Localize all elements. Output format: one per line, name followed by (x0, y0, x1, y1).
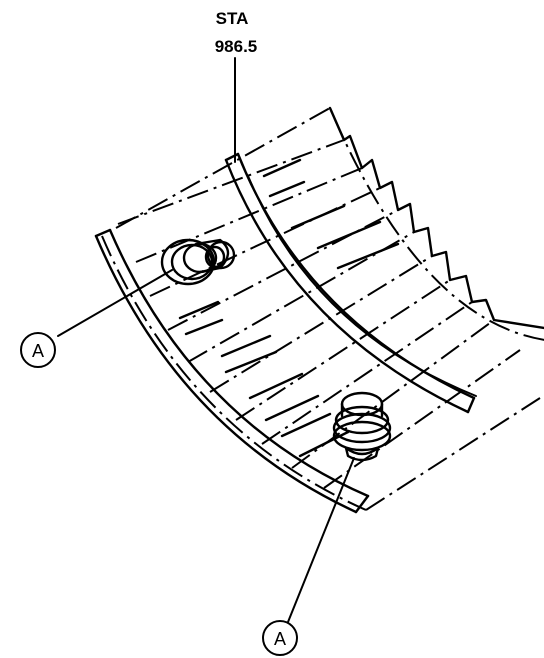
callout-a-upper: A (20, 332, 56, 368)
skin-panel-outline (101, 107, 544, 511)
callout-a-lower-label: A (274, 629, 286, 649)
callout-a-lower: A (262, 620, 298, 656)
callout-a-upper-label: A (32, 341, 44, 361)
station-label-line1: STA (216, 9, 249, 28)
callout-leader-upper (57, 269, 173, 337)
station-label-line2: 986.5 (215, 37, 258, 56)
station-frame (224, 152, 477, 414)
bumper-plug-upper (160, 238, 236, 286)
stringer-notch-edge (328, 106, 544, 330)
callout-leader-lower (287, 457, 355, 623)
bumper-plug-lower (332, 391, 392, 462)
left-frame (94, 228, 370, 514)
stringers (117, 139, 521, 489)
